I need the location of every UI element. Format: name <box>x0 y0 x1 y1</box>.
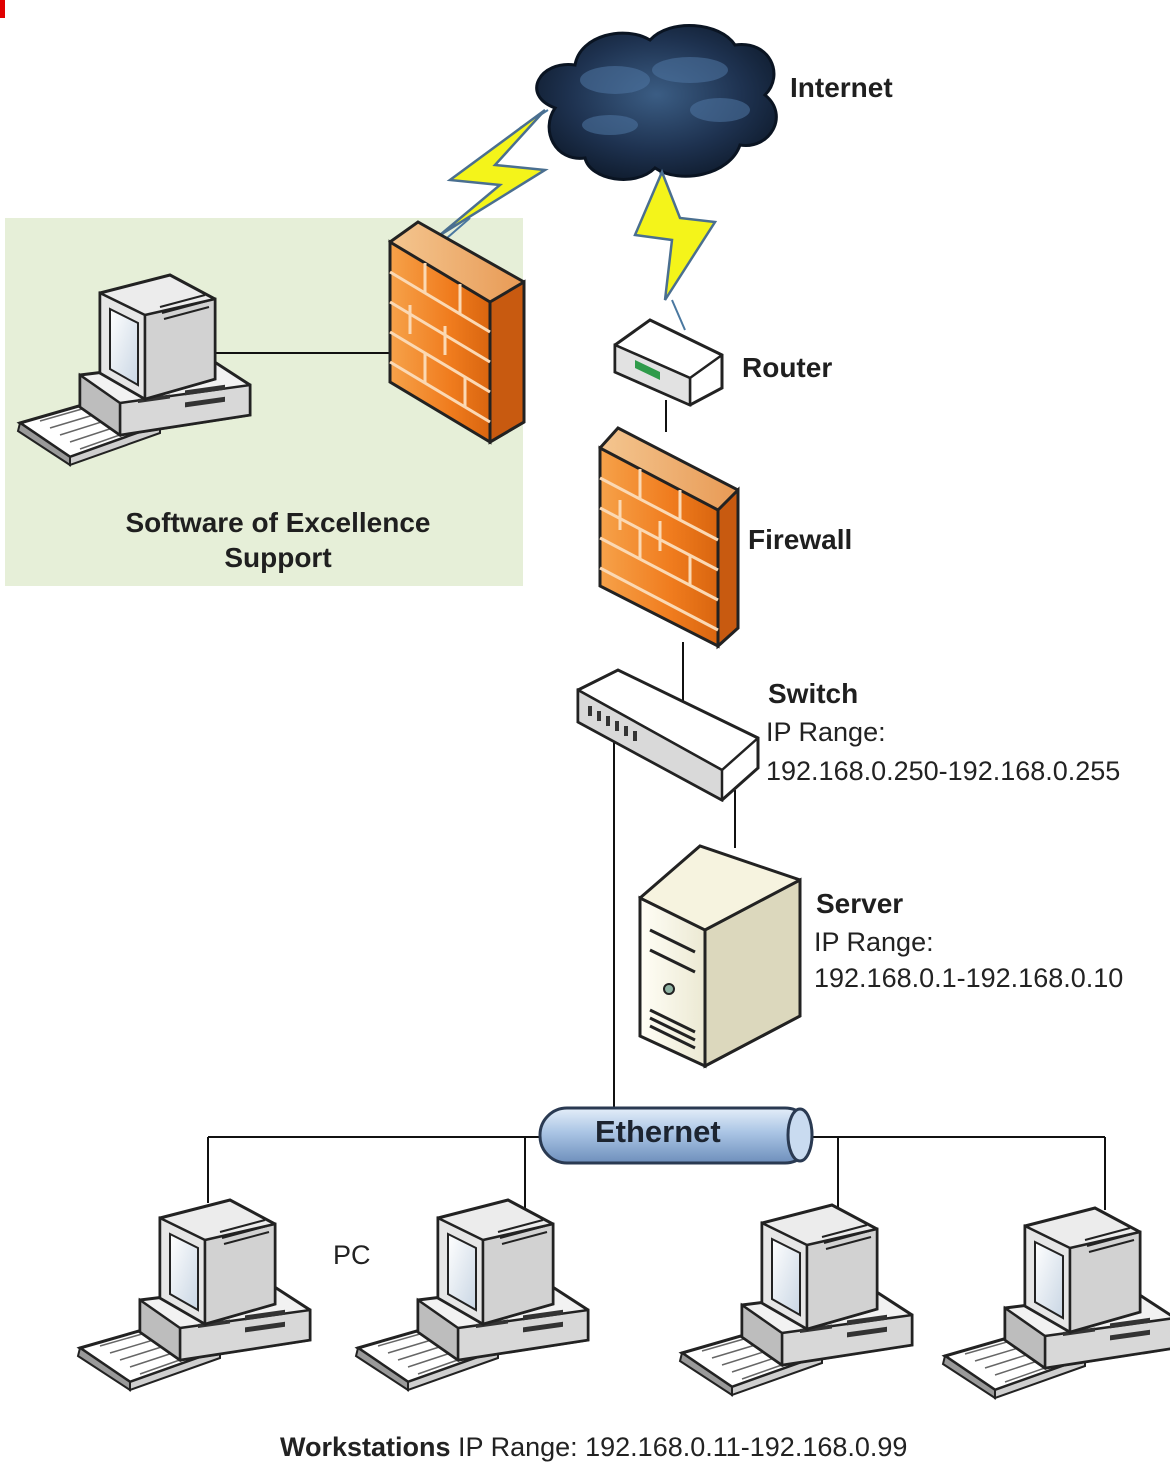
computer-icon <box>678 1203 914 1397</box>
switch-ip-label: IP Range: <box>766 717 886 747</box>
firewall-icon <box>598 426 740 650</box>
computer-icon <box>354 1198 590 1392</box>
cloud-icon <box>535 23 778 181</box>
firewall-label: Firewall <box>748 524 853 555</box>
router-icon <box>613 318 724 407</box>
lightning-icon <box>439 108 549 237</box>
workstations-caption: Workstations IP Range: 192.168.0.11-192.… <box>280 1432 907 1463</box>
support-label-line1: Software of Excellence <box>125 507 431 538</box>
pc-label: PC <box>333 1240 371 1270</box>
internet-label: Internet <box>790 72 893 103</box>
computer-icon <box>941 1206 1170 1400</box>
server-icon <box>638 844 802 1069</box>
server-label: Server <box>816 888 904 919</box>
server-ip-range: 192.168.0.1-192.168.0.10 <box>814 963 1124 993</box>
corner-mark <box>0 0 5 18</box>
switch-label: Switch <box>768 678 859 709</box>
computer-icon <box>76 1198 312 1392</box>
router-label: Router <box>742 352 833 383</box>
server-ip-label: IP Range: <box>814 927 934 957</box>
ethernet-label: Ethernet <box>595 1114 721 1149</box>
workstations-label: Workstations <box>280 1432 451 1462</box>
workstations-ip-range: IP Range: 192.168.0.11-192.168.0.99 <box>458 1432 908 1462</box>
ethernet-bus <box>538 1106 814 1165</box>
lightning-icon <box>633 168 718 301</box>
support-label-line2: Support <box>224 542 332 573</box>
firewall-icon <box>388 220 526 445</box>
switch-ip-range: 192.168.0.250-192.168.0.255 <box>766 756 1121 786</box>
support-label: Software of Excellence Support <box>88 505 468 575</box>
switch-icon <box>576 668 760 803</box>
